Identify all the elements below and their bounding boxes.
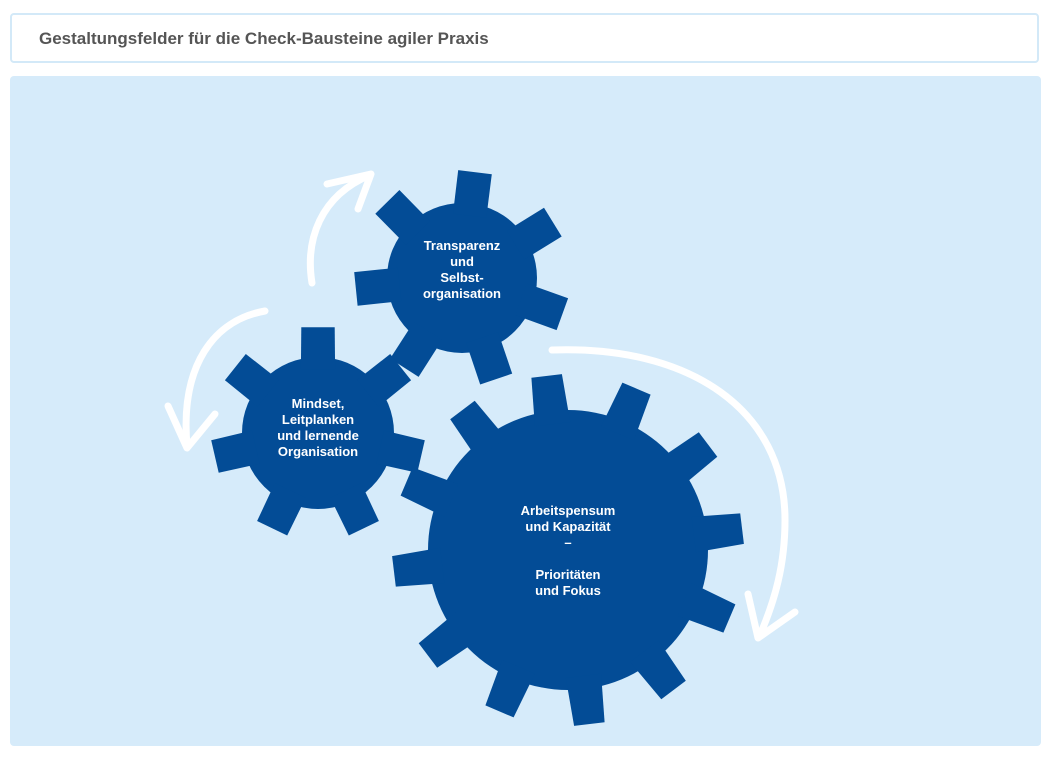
gear-tooth: [531, 374, 571, 427]
arrow-top-left-icon: [306, 171, 374, 287]
gear-left-label: Mindset, Leitplanken und lernende Organi…: [248, 396, 388, 460]
gear-tooth: [515, 283, 569, 331]
gear-top-line: Selbst-: [440, 270, 484, 285]
arrow-right-icon: [548, 346, 789, 639]
gear-big-label: Arbeitspensum und Kapazität – Prioritäte…: [488, 503, 648, 599]
gear-tooth: [630, 640, 686, 700]
gear-left-line: Leitplanken: [281, 412, 355, 427]
gear-left-line: Mindset,: [291, 396, 345, 411]
gear-left-line: und lernende: [277, 428, 359, 443]
panel-background: [10, 76, 1041, 746]
gear-big-line: –: [564, 535, 572, 550]
title-bar: Gestaltungsfelder für die Check-Baustein…: [10, 13, 1039, 63]
gear-left: [211, 327, 425, 536]
gear-tooth: [257, 483, 306, 536]
gear-top-line: organisation: [422, 286, 501, 301]
gear-tooth: [658, 432, 718, 488]
arrow-left-icon: [182, 307, 269, 450]
gear-tooth: [390, 321, 443, 377]
gear-tooth: [211, 430, 260, 473]
gear-tooth: [354, 267, 402, 306]
gear-tooth: [485, 659, 535, 718]
gear-tooth: [691, 513, 744, 553]
gear-top-line: und: [450, 254, 474, 269]
gear-top-label: Transparenz und Selbst- organisation: [392, 238, 532, 302]
page-title: Gestaltungsfelder für die Check-Baustein…: [39, 29, 489, 48]
gear-big-line: Prioritäten: [535, 567, 601, 582]
gear-tooth: [330, 483, 379, 536]
gear-tooth: [506, 207, 562, 260]
gear-tooth: [418, 612, 478, 668]
gear-top-line: Transparenz: [423, 238, 501, 253]
gear-big: [392, 374, 744, 726]
gear-tooth: [565, 673, 605, 726]
gear-tooth: [400, 467, 459, 517]
gear-tooth: [224, 354, 279, 407]
gear-big-line: [488, 551, 648, 567]
gear-big-line: und Kapazität: [525, 519, 611, 534]
gear-tooth: [300, 327, 336, 370]
gear-big-line: und Fokus: [535, 583, 601, 598]
arrow-right-head-icon: [744, 590, 799, 642]
gear-tooth: [375, 190, 431, 245]
gear-tooth: [453, 170, 492, 218]
gear-tooth: [392, 547, 445, 587]
arrow-left-head-icon: [164, 402, 219, 452]
gear-top: [354, 170, 569, 385]
gear-tooth: [357, 354, 412, 407]
gear-tooth: [450, 400, 506, 460]
gear-tooth: [601, 382, 651, 441]
gear-tooth: [376, 430, 425, 473]
gear-big-line: Arbeitspensum: [520, 503, 616, 518]
arrow-top-left-head-icon: [323, 170, 375, 213]
gear-tooth: [677, 583, 736, 633]
gear-tooth: [466, 332, 513, 385]
gear-left-line: Organisation: [277, 444, 359, 459]
